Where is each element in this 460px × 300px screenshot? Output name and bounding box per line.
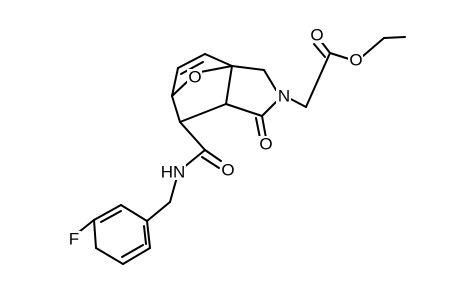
bond-o-ethyl-ch2 [362,37,385,57]
bond-ch2-to-ester-c [305,52,331,108]
bond-vinyl-left [171,67,179,97]
atom-o-amide-text: O [221,161,234,180]
atom-o-bridge-text: O [188,68,201,87]
bond-n-to-carbonyl [261,101,277,117]
bond-ester-co-double [313,43,326,58]
bond-ar-4 [93,219,97,249]
bond-amide-ch-to-ring [179,103,227,123]
atom-o-lactam-text: O [259,135,272,154]
bond-amide-c-n [182,149,206,169]
atom-f-aryl-text: F [69,230,79,249]
atom-o-lactam: O [258,135,273,154]
bond-ester-c-o [329,52,350,60]
atom-label-layer: O N O O O HN O F [67,26,363,249]
bond-ar-6 [120,204,148,222]
bond-ar-double-b [100,210,122,223]
bond-lactam-co [261,115,267,139]
bond-ring-to-amide-c [179,121,206,151]
bond-ar-1 [146,220,151,249]
bond-ar-3 [95,247,124,265]
bond-vinyl-to-bridgehead [204,53,233,67]
bond-ar-double-a [121,244,144,258]
bond-ch2-top [231,65,265,71]
bond-layer [78,36,406,265]
atom-nh-amide: HN [160,163,186,182]
bond-vinyl-top-double [180,61,204,75]
bond-amide-co-double [201,156,220,169]
bond-ring-fusion [225,65,233,105]
bond-bridge-o-left [171,79,190,97]
bond-ch2-to-n [263,69,277,91]
bond-left-bridgehead-down [171,95,181,123]
bond-ar-5 [93,204,122,221]
bond-carbonyl-to-ring [225,103,263,117]
atom-o-ester-carbonyl-text: O [310,26,323,45]
bond-n-to-benzyl [169,176,178,203]
atom-f-aryl: F [67,230,81,249]
atom-o-amide: O [220,161,235,180]
bond-ar-double-c [143,225,147,245]
atom-nh-amide-text: HN [161,163,186,182]
atom-n-lactam: N [276,87,291,106]
bond-amide-co [204,149,222,162]
atom-o-ester-ether-text: O [349,51,362,70]
bond-vinyl-top [177,53,206,69]
atom-n-lactam-text: N [278,87,290,106]
bond-ar-to-f [78,219,95,233]
bond-ar-2 [122,247,151,265]
bond-lactam-co-double [255,117,261,139]
atom-o-ester-ether: O [348,51,363,70]
bond-benzyl-to-ring [146,201,171,222]
atom-o-bridge: O [187,68,202,87]
atom-o-ester-carbonyl: O [309,26,324,45]
bond-ethyl-ch2-ch3 [383,36,406,39]
